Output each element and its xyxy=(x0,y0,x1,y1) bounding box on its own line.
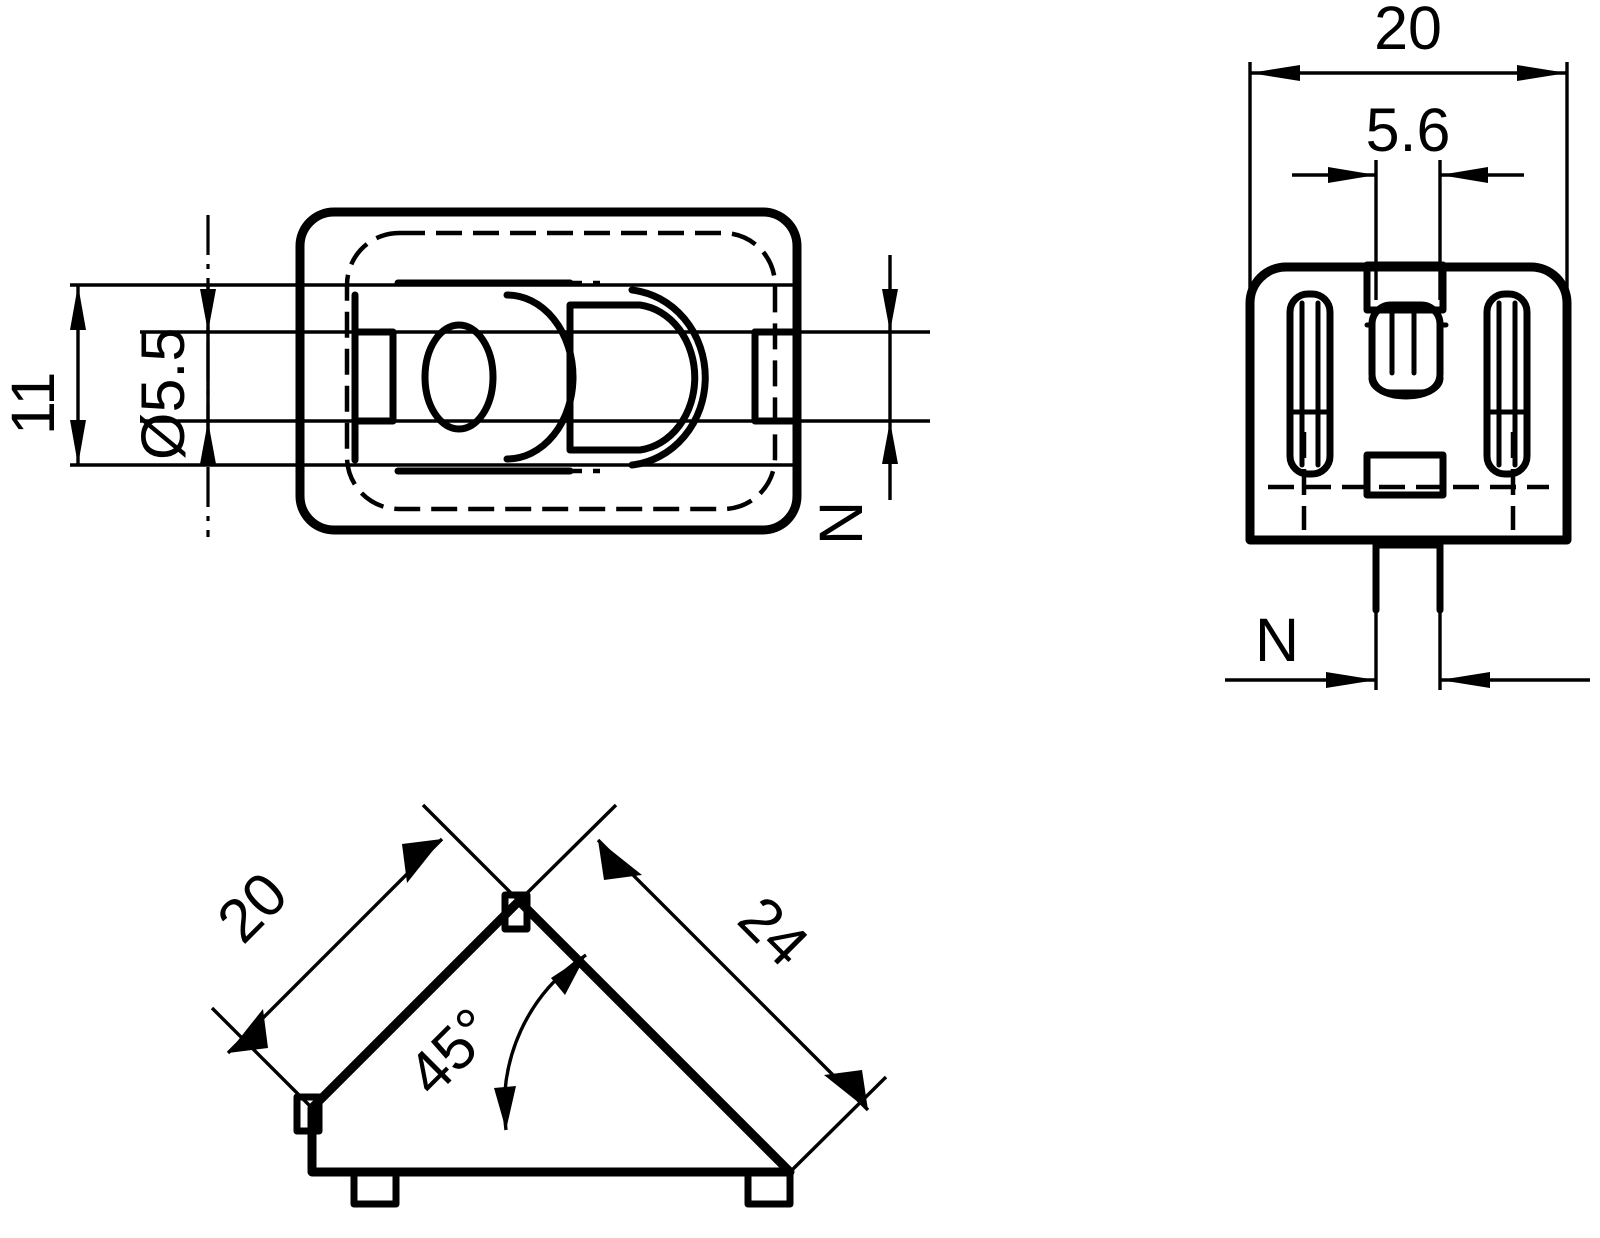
dim-n-bottom-arrow-left xyxy=(1326,672,1376,688)
dim-45-angle-arrow-lower xyxy=(494,1086,516,1130)
dim-56-label: 5.6 xyxy=(1366,96,1451,164)
section-foot-tab-left xyxy=(350,1168,400,1208)
top-view-center-hole xyxy=(421,321,497,433)
dim-20-slope-ext-lower xyxy=(210,1006,314,1110)
dim-11-arrow-top xyxy=(70,285,86,330)
top-view-right-notch xyxy=(751,328,801,425)
front-view-right-pin-group xyxy=(1483,290,1531,478)
front-view-stem xyxy=(1372,536,1444,614)
dim-11-arrow-bottom xyxy=(70,420,86,465)
dim-n-bottom-label: N xyxy=(1255,606,1299,674)
front-view-left-pin-group xyxy=(1286,290,1334,478)
dim-d55-group: Ø5.5 xyxy=(129,285,216,465)
dim-24-slope-group: 24 xyxy=(517,803,888,1174)
dim-24-slope-line xyxy=(596,838,870,1112)
dim-24-slope-arrow-upper xyxy=(598,840,642,880)
dim-d55-arrow-bottom xyxy=(200,421,216,464)
dim-20-width-label: 20 xyxy=(1374,0,1442,62)
dim-20-slope-label: 20 xyxy=(204,859,300,955)
dim-24-slope-arrow-lower xyxy=(824,1070,868,1110)
dim-20-slope-arrow-lower xyxy=(228,1009,268,1053)
dim-20-width-arrow-right xyxy=(1517,65,1567,81)
dim-n-left-arrow-top xyxy=(882,289,898,332)
dim-56-group: 5.6 xyxy=(1292,96,1524,183)
top-view-group: 11 Ø5.5 N xyxy=(0,207,930,545)
dim-20-width-group: 20 xyxy=(1250,0,1567,81)
top-view-d-shape-outer-arc xyxy=(628,286,709,469)
dim-d55-arrow-top xyxy=(200,289,216,332)
section-foot-tab-right xyxy=(744,1168,794,1208)
front-view-group: 20 5.6 N xyxy=(1225,0,1590,690)
dim-n-left-group: N xyxy=(807,255,898,545)
dim-n-bottom-group: N xyxy=(1225,606,1590,688)
top-view-outer-body xyxy=(295,207,802,535)
dim-24-slope-ext-upper xyxy=(517,803,618,903)
front-view-right-pin-outer xyxy=(1483,290,1531,478)
dim-20-slope-ext-upper xyxy=(421,803,521,903)
dim-11-group: 11 xyxy=(0,285,86,465)
section-view-group: 20 24 45° xyxy=(204,803,888,1208)
top-view-inner-hidden-outline xyxy=(344,230,778,512)
dim-20-slope-arrow-upper xyxy=(402,839,442,883)
dim-45-angle-arrow-upper xyxy=(551,955,586,995)
front-view-boss-cap-arc xyxy=(1368,374,1444,400)
front-view-left-pin-outer xyxy=(1286,290,1334,478)
dim-n-left-arrow-bottom xyxy=(882,421,898,464)
dim-n-left-label: N xyxy=(807,501,875,545)
section-left-tab xyxy=(293,1093,323,1135)
dim-56-arrow-left xyxy=(1328,167,1376,183)
top-view-d-shape xyxy=(566,301,699,454)
top-view-left-slot xyxy=(351,328,397,425)
front-view-top-tab xyxy=(1363,261,1447,314)
dim-45-angle-group: 45° xyxy=(394,953,587,1131)
dim-11-label: 11 xyxy=(0,372,67,435)
dim-56-arrow-right xyxy=(1440,167,1488,183)
front-view-bottom-tab xyxy=(1363,451,1447,499)
section-apex-tab xyxy=(501,891,531,933)
dim-d55-label: Ø5.5 xyxy=(129,328,197,460)
section-triangle-body xyxy=(307,896,795,1177)
dim-45-angle-arc xyxy=(502,953,587,1131)
dim-24-slope-label: 24 xyxy=(726,883,822,979)
dim-24-slope-ext-lower xyxy=(788,1075,888,1174)
top-view-hole-arc xyxy=(503,291,577,463)
dim-n-bottom-arrow-right xyxy=(1440,672,1490,688)
dim-20-width-arrow-left xyxy=(1250,65,1300,81)
front-view-center-boss xyxy=(1368,301,1444,397)
